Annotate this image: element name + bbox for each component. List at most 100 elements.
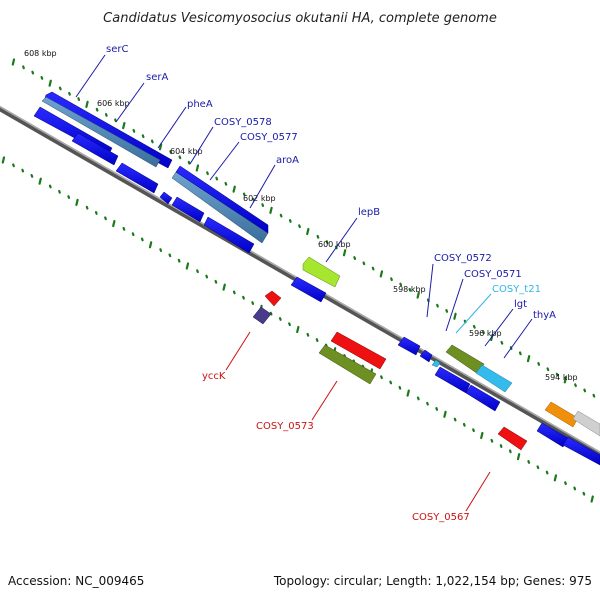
outer-tick (252, 197, 255, 202)
outer-tick (132, 128, 136, 133)
outer-tick (592, 393, 596, 398)
cds-arrow-5[interactable] (171, 196, 205, 223)
inner-tick (112, 219, 116, 228)
outer-tick (436, 303, 439, 308)
label-serC[interactable]: serC (106, 44, 128, 55)
cds-arrow-13[interactable] (562, 436, 600, 466)
gene-lepB-lime[interactable] (302, 256, 341, 288)
label-lgt[interactable]: lgt (514, 299, 527, 310)
outer-tick (261, 203, 265, 207)
cds-arrow-4[interactable] (159, 191, 173, 205)
inner-tick (296, 325, 300, 334)
accession-text: Accession: NC_009465 (8, 574, 144, 588)
inner-tick (232, 290, 236, 295)
outer-tick (325, 240, 329, 245)
label-cosy0577[interactable]: COSY_0577 (240, 132, 298, 143)
inner-tick (159, 248, 163, 252)
rrna-steel-band-1[interactable] (41, 96, 161, 168)
outer-tick (371, 266, 375, 271)
inner-tick (38, 177, 42, 185)
inner-tick (490, 438, 494, 443)
gene-cosy0567-red[interactable] (497, 426, 528, 451)
cds-arrow-9[interactable] (431, 359, 441, 368)
outer-tick (500, 340, 504, 345)
inner-tick (1, 156, 6, 164)
inner-tick (472, 428, 475, 433)
inner-tick (508, 449, 512, 454)
inner-tick (480, 431, 484, 440)
label-thyA[interactable]: thyA (533, 310, 556, 321)
label-yccK[interactable]: yccK (202, 371, 226, 382)
outer-tick (158, 143, 163, 151)
cds-arrow-7[interactable] (397, 336, 421, 356)
inner-tick (12, 163, 15, 168)
kbp-labels: 608 kbp 606 kbp 604 kbp 602 kbp 600 kbp … (24, 49, 578, 382)
outer-tick (583, 388, 587, 393)
outer-tick (353, 256, 357, 260)
outer-tick (342, 249, 347, 257)
inner-tick (582, 491, 586, 496)
outer-tick (122, 121, 126, 130)
label-cosy0567[interactable]: COSY_0567 (412, 512, 470, 523)
outer-tick (206, 171, 209, 176)
tick-label-600: 600 kbp (318, 240, 351, 249)
outer-tick (563, 376, 568, 384)
inner-tick (527, 460, 531, 464)
outer-tick (114, 118, 117, 123)
label-cosy0578[interactable]: COSY_0578 (214, 117, 272, 128)
inner-tick (406, 389, 410, 397)
cds-arrow-8[interactable] (419, 349, 433, 363)
inner-tick (85, 205, 89, 210)
gene-red-1[interactable] (264, 290, 282, 307)
outer-tick (195, 164, 200, 172)
outer-tick (224, 181, 228, 186)
outer-tick (306, 227, 310, 236)
map-title: Candidatus Vesicomyosocius okutanii HA, … (103, 11, 497, 26)
cds-lepB-arrow[interactable] (290, 276, 327, 303)
outer-tick (169, 150, 173, 154)
tick-label-596: 596 kbp (469, 329, 502, 338)
inner-tick (416, 396, 420, 401)
inner-tick (75, 198, 79, 206)
outer-tick (150, 139, 154, 144)
inner-tick (168, 253, 172, 258)
gene-cosyT21-cyan[interactable] (475, 364, 513, 393)
outer-tick (408, 287, 412, 292)
gene-purple[interactable] (252, 306, 272, 325)
gene-grey[interactable] (572, 410, 600, 437)
label-cosy0572[interactable]: COSY_0572 (434, 253, 492, 264)
genome-summary-text: Topology: circular; Length: 1,022,154 bp… (273, 574, 592, 588)
gene-cosy0572-green[interactable] (445, 344, 485, 375)
inner-tick (48, 184, 52, 189)
cds-aroA-band[interactable] (175, 165, 269, 234)
label-pheA[interactable]: pheA (187, 99, 213, 110)
outer-tick (68, 91, 71, 96)
label-cosy0571[interactable]: COSY_0571 (464, 269, 522, 280)
label-aroA[interactable]: aroA (276, 155, 299, 166)
cds-arrow-11[interactable] (465, 384, 501, 412)
cds-arrow-3[interactable] (115, 162, 159, 194)
label-serA[interactable]: serA (146, 72, 168, 83)
inner-tick (398, 385, 402, 390)
outer-tick (242, 192, 246, 197)
label-cosy0573[interactable]: COSY_0573 (256, 421, 314, 432)
outer-tick (453, 312, 457, 320)
inner-tick (389, 380, 393, 385)
label-lepB[interactable]: lepB (358, 207, 380, 218)
cds-arrow-10[interactable] (434, 366, 471, 394)
inner-tick (306, 332, 310, 337)
outer-tick (269, 206, 273, 214)
gene-cosy0573-red[interactable] (330, 331, 387, 370)
cds-arrow-6[interactable] (203, 216, 255, 254)
gene-cosy0573-green[interactable] (318, 344, 377, 385)
tick-label-604: 604 kbp (170, 147, 203, 156)
label-cosyT21[interactable]: COSY_t21 (492, 284, 541, 295)
inner-tick (242, 295, 245, 300)
inner-tick (148, 241, 153, 249)
inner-tick-row (1, 156, 594, 503)
cds-arrow-2[interactable] (71, 132, 119, 166)
inner-tick (104, 216, 107, 221)
inner-tick (545, 470, 549, 475)
tick-label-608: 608 kbp (24, 49, 57, 58)
